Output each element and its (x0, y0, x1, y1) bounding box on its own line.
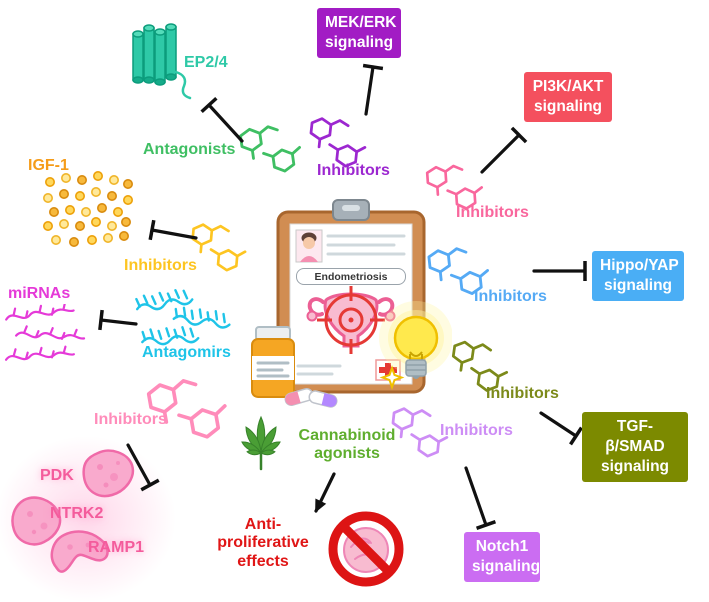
antiproliferative-effects-label: Anti-proliferative effects (217, 516, 309, 570)
antagomir-strands-icon (135, 289, 231, 346)
igf1-dots-icon (43, 171, 134, 248)
lightbulb-icon (379, 301, 452, 390)
pi3k-akt-signaling-box: PI3K/AKT signaling (524, 72, 612, 123)
clipboard-graphic (276, 199, 426, 394)
hippo-inhibitors-label: Inhibitors (474, 288, 547, 305)
inhibition-arrow-mirna (98, 309, 138, 331)
inhibition-arrow-ep24 (200, 96, 244, 143)
antagonists-label: Antagonists (143, 141, 236, 158)
chart-text-lines-bottom (296, 364, 342, 376)
ep24-label: EP2/4 (184, 54, 228, 71)
target-icon (317, 286, 385, 354)
ntrk2-protein-blob-icon (11, 496, 62, 546)
ramp1-protein-blob-icon (50, 530, 109, 573)
pill-bottle-icon (251, 326, 295, 398)
notch1-signaling-box: Notch1 signaling (464, 532, 540, 583)
ramp1-label: RAMP1 (88, 539, 145, 556)
effect-arrow-cannabinoid (314, 472, 336, 513)
notch-inhibitors-label: Inhibitors (440, 422, 513, 439)
cannabinoid-agonists-label: Cannabinoid agonists (298, 427, 396, 463)
inhibition-arrow-receptors (126, 443, 160, 492)
capsule-pills-icon (284, 388, 338, 408)
inhibition-arrow-mek (362, 63, 384, 116)
inhibition-arrow-notch (464, 466, 497, 530)
mirnas-label: miRNAs (8, 285, 71, 302)
pdk-label: PDK (40, 467, 74, 484)
igf1-inhibitors-label: Inhibitors (124, 257, 197, 274)
prohibition-sign-icon (328, 511, 404, 587)
mek-erk-signaling-box: MEK/ERK signaling (317, 8, 401, 59)
ep24-protein-icon (132, 23, 192, 100)
mirna-strands-icon (4, 304, 86, 361)
pdk-protein-blob-icon (82, 449, 135, 498)
hippo-yap-signaling-box: Hippo/YAP signaling (592, 251, 684, 302)
ntrk2-label: NTRK2 (50, 505, 104, 522)
endometriosis-chart-label: Endometriosis (296, 268, 406, 285)
inhibition-arrow-pi3k (480, 126, 528, 174)
antagomirs-label: Antagomirs (142, 344, 231, 361)
patient-photo (295, 229, 323, 263)
tgfb-smad-signaling-box: TGF-β/SMAD signaling (582, 412, 688, 483)
chart-text-lines-top (326, 234, 406, 256)
inhibition-arrow-igf1 (148, 219, 198, 241)
tgfb-inhibitors-label: Inhibitors (486, 385, 559, 402)
clipboard-illustration: Endometriosis (276, 196, 426, 394)
inhibition-arrow-tgfb (539, 411, 583, 446)
receptor-inhibitors-label: Inhibitors (94, 411, 167, 428)
igf1-label: IGF-1 (28, 157, 69, 174)
sparkle-icon (379, 365, 405, 390)
cannabis-leaf-icon (241, 415, 281, 471)
mek-inhibitors-label: Inhibitors (317, 162, 390, 179)
pi3k-inhibitors-label: Inhibitors (456, 204, 529, 221)
